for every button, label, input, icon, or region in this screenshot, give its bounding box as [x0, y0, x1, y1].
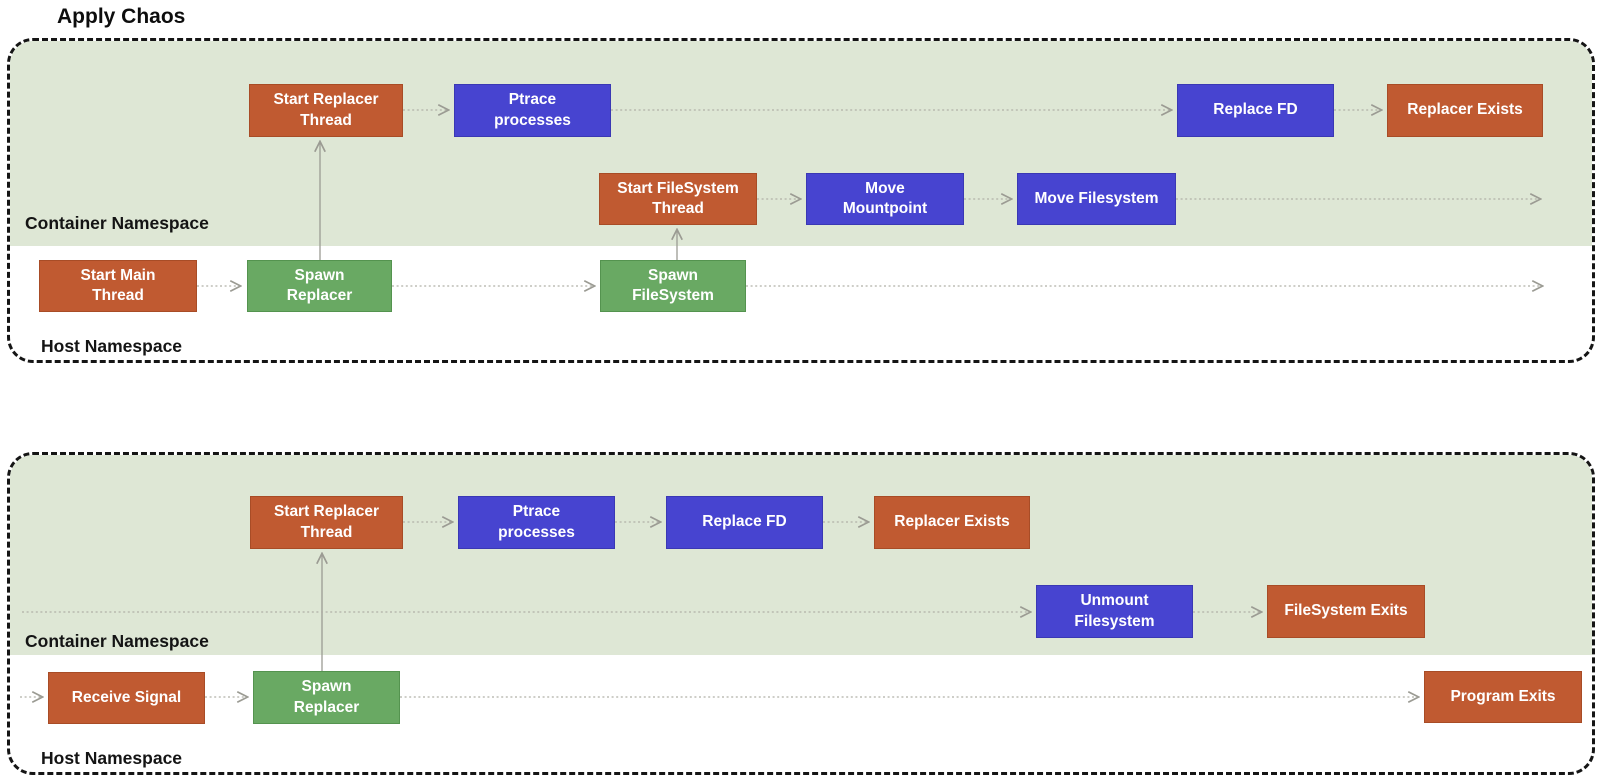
container-namespace-label: Container Namespace [25, 631, 209, 651]
node-start-replacer-thread: Start Replacer Thread [250, 496, 403, 549]
node-replace-fd: Replace FD [1177, 84, 1334, 137]
page-title: Apply Chaos [57, 5, 186, 28]
node-move-mountpoint: Move Mountpoint [806, 173, 964, 225]
panel-start-flow: Container Namespace Host Namespace [7, 38, 1595, 363]
container-namespace-label: Container Namespace [25, 213, 209, 233]
host-namespace-label: Host Namespace [41, 336, 183, 356]
node-receive-signal: Receive Signal [48, 672, 205, 724]
node-replacer-exists: Replacer Exists [874, 496, 1030, 549]
node-replace-fd: Replace FD [666, 496, 823, 549]
node-start-replacer-thread: Start Replacer Thread [249, 84, 403, 137]
node-move-filesystem: Move Filesystem [1017, 173, 1176, 225]
node-replacer-exists: Replacer Exists [1387, 84, 1543, 137]
node-spawn-filesystem: Spawn FileSystem [600, 260, 746, 312]
node-ptrace-processes: Ptrace processes [458, 496, 615, 549]
node-spawn-replacer: Spawn Replacer [247, 260, 392, 312]
node-program-exits: Program Exits [1424, 671, 1582, 723]
host-namespace-label: Host Namespace [41, 748, 183, 768]
node-ptrace-processes: Ptrace processes [454, 84, 611, 137]
container-namespace-zone [10, 41, 1592, 246]
node-filesystem-exits: FileSystem Exits [1267, 585, 1425, 638]
node-start-filesystem-thread: Start FileSystem Thread [599, 173, 757, 225]
node-unmount-filesystem: Unmount Filesystem [1036, 585, 1193, 638]
node-start-main-thread: Start Main Thread [39, 260, 197, 312]
node-spawn-replacer: Spawn Replacer [253, 671, 400, 724]
